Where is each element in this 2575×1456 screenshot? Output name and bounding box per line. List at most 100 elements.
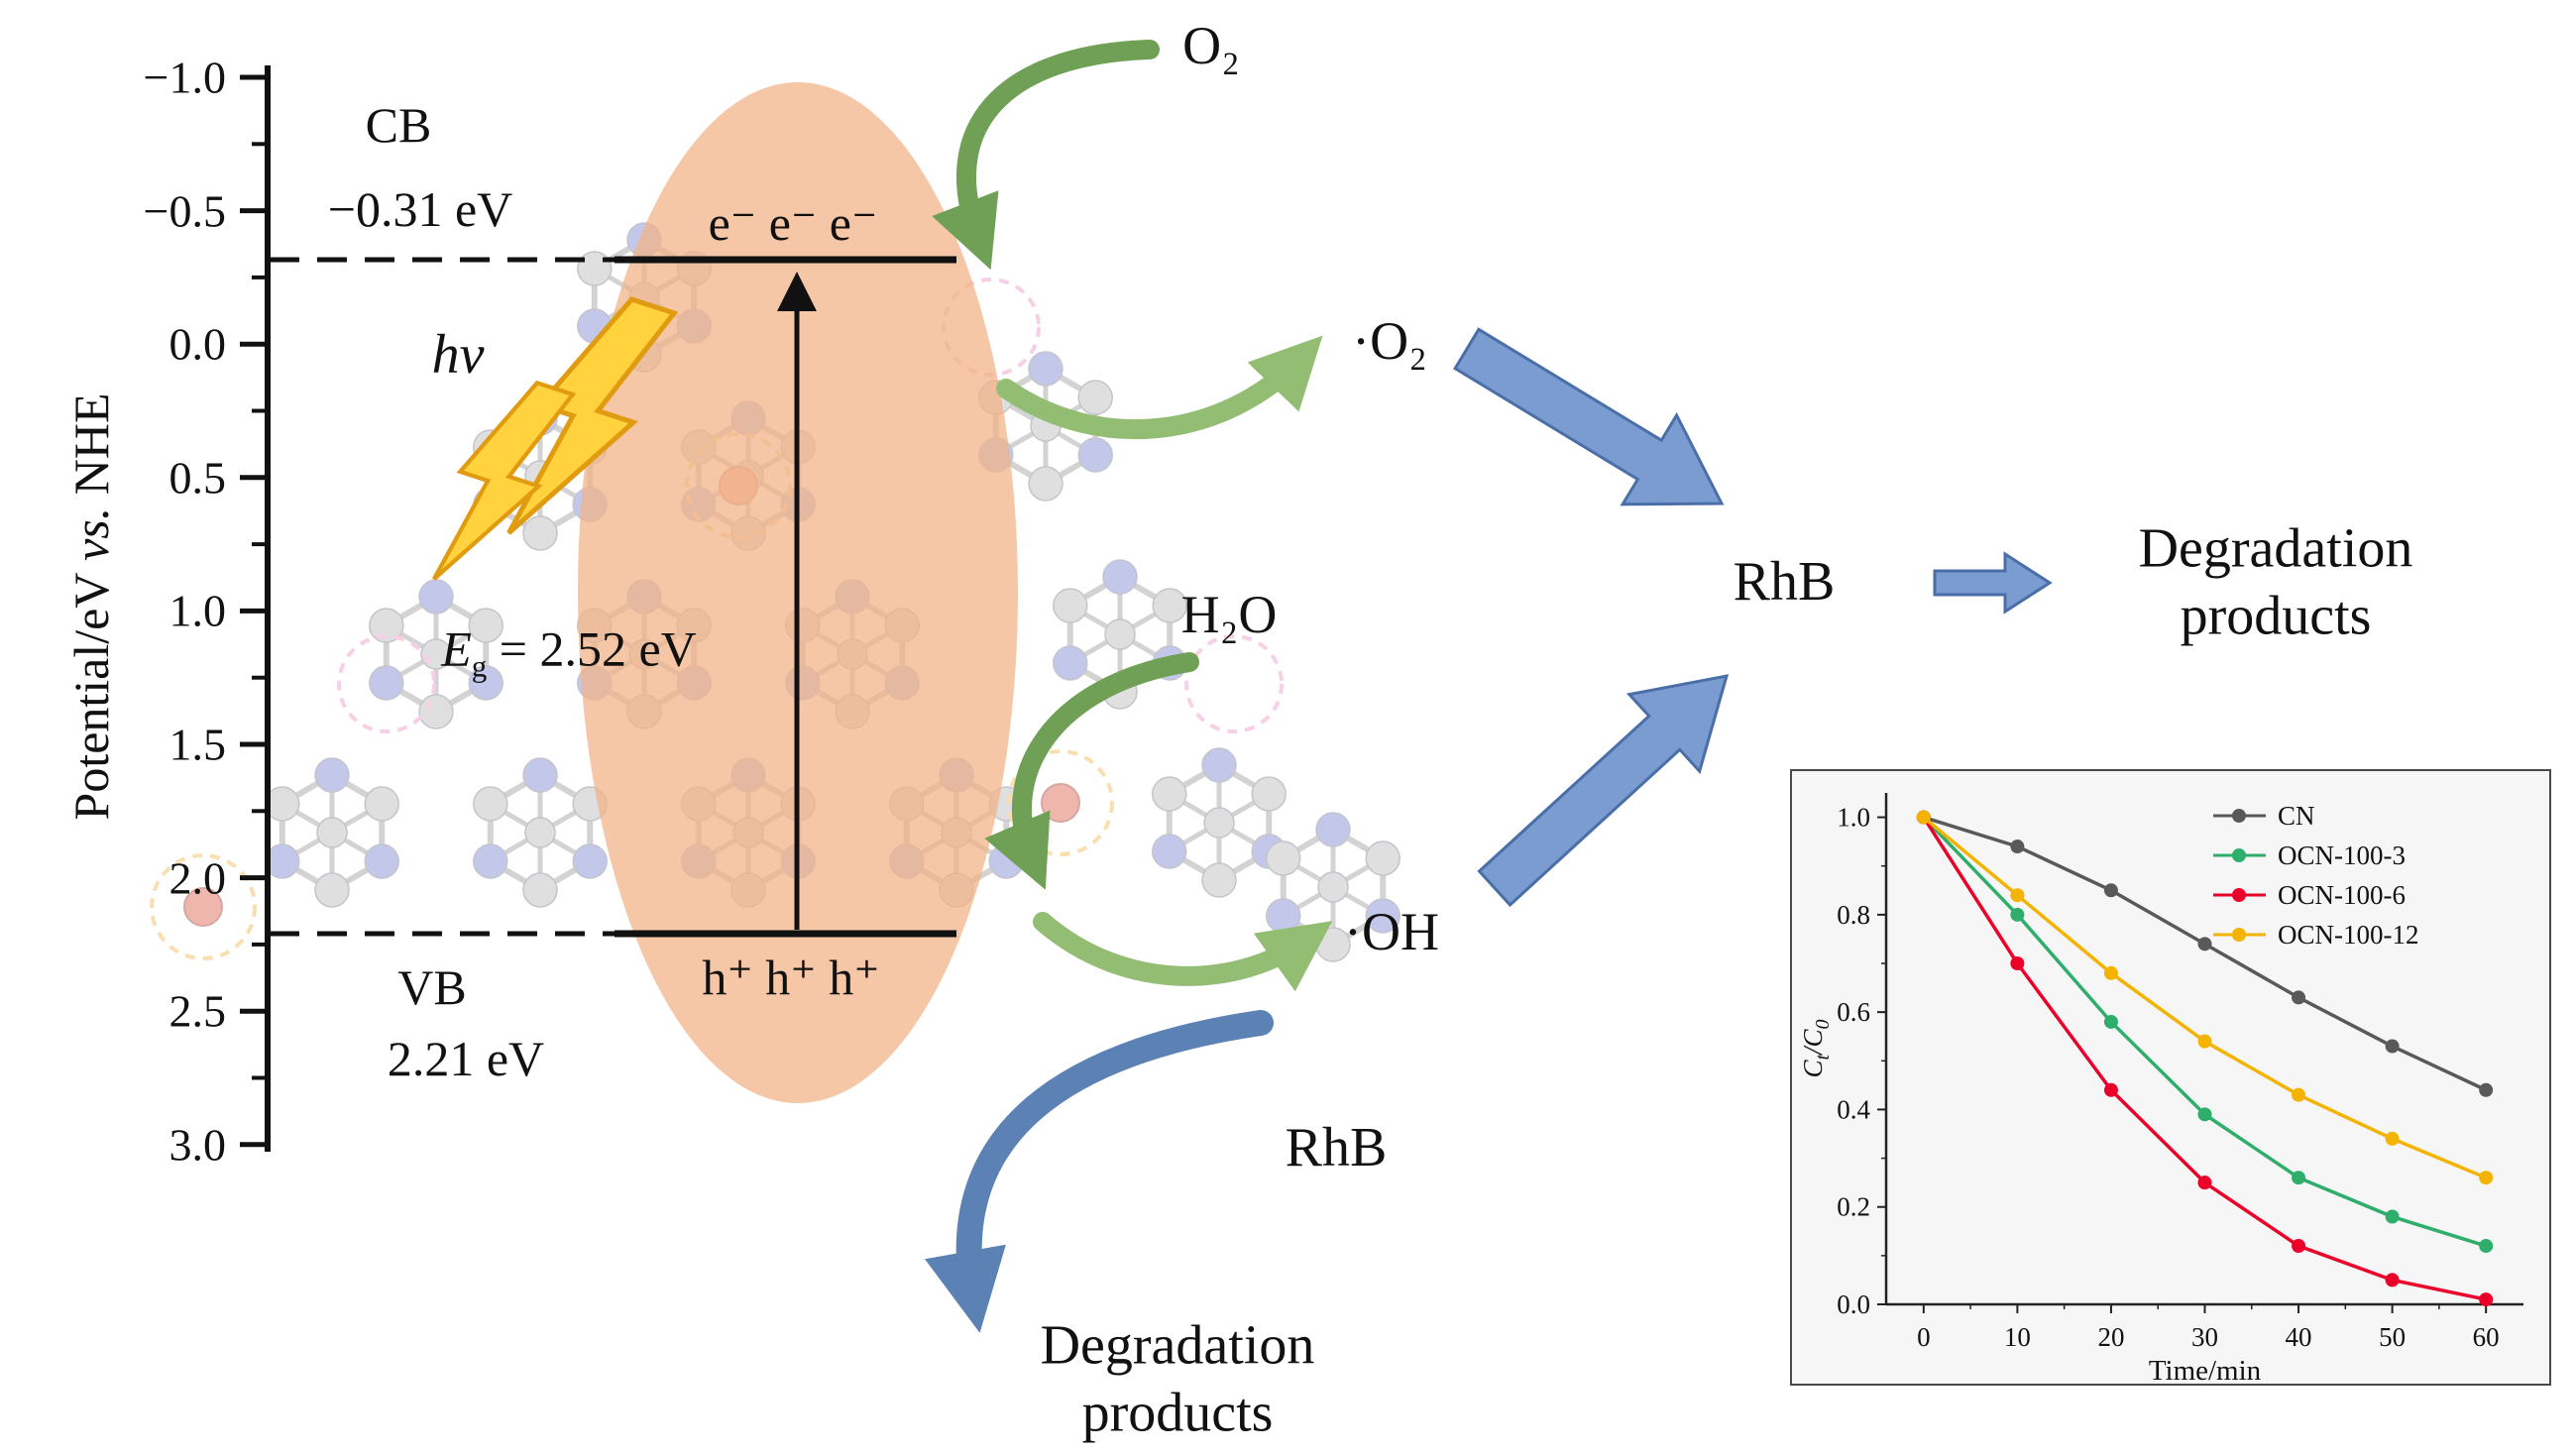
carbon-atom-icon	[316, 817, 348, 848]
series-marker-icon	[2385, 1273, 2400, 1288]
legend-label: OCN-100-12	[2278, 920, 2419, 950]
h2o-capture-arrow	[984, 652, 1199, 890]
series-line	[1922, 816, 2487, 1179]
vacancy-circle-icon	[1184, 634, 1284, 733]
legend-label: OCN-100-6	[2278, 880, 2406, 910]
cb-value: −0.31 eV	[327, 181, 513, 237]
series-marker-icon	[2479, 1292, 2494, 1307]
bandgap-value: = 2.52 eV	[487, 620, 697, 677]
legend-marker-icon	[2232, 848, 2246, 862]
degradation-line2: products	[1081, 1383, 1274, 1444]
carbon-atom-icon	[364, 786, 399, 822]
chart-y-tick-label: 0.8	[1837, 900, 1870, 930]
nitrogen-atom-icon	[1201, 747, 1237, 783]
chart-y-tick-label: 0.6	[1837, 997, 1870, 1027]
degradation-line1: Degradation	[2138, 517, 2413, 580]
series-marker-icon	[2292, 1171, 2306, 1185]
carbon-atom-icon	[1152, 588, 1187, 623]
chart-y-axis-label: Ct/C0	[1798, 1019, 1834, 1077]
degradation-products-right: Degradation products	[2139, 515, 2413, 651]
radical-attack-arrow-top	[1453, 327, 1725, 506]
carbon-atom-icon	[369, 608, 404, 643]
holes-label: h⁺ h⁺ h⁺	[702, 950, 880, 1005]
degradation-products-bottom: Degradation products	[1041, 1312, 1315, 1448]
carbon-atom-icon	[577, 251, 613, 286]
hv-label: hν	[431, 324, 485, 386]
nitrogen-atom-icon	[314, 757, 350, 793]
nitrogen-atom-icon	[364, 843, 399, 879]
axis-tick-label: 2.5	[168, 985, 227, 1037]
nitrogen-atom-icon	[1053, 645, 1088, 681]
series-marker-icon	[2197, 1034, 2212, 1049]
hydroxyl-label: ·OH	[1344, 902, 1439, 961]
o2-capture-arrow	[932, 40, 1160, 271]
nitrogen-atom-icon	[572, 843, 608, 879]
chart-y-tick-label: 0.2	[1837, 1192, 1870, 1222]
nitrogen-atom-icon	[473, 843, 508, 879]
nitrogen-atom-icon	[468, 665, 504, 701]
axis-tick-label: 1.0	[168, 585, 227, 636]
carbon-atom-icon	[1317, 871, 1349, 903]
carbon-atom-icon	[522, 515, 558, 551]
chart-x-tick-label: 0	[1917, 1322, 1931, 1352]
vb-value: 2.21 eV	[387, 1031, 545, 1086]
cb-label: CB	[365, 97, 432, 153]
chart-y-tick-label: 1.0	[1837, 803, 1870, 833]
carbon-atom-icon	[1251, 776, 1287, 812]
chart-x-tick-label: 10	[2004, 1322, 2031, 1352]
oxygen-site-circle-icon	[150, 853, 257, 960]
electrons-label: e⁻ e⁻ e⁻	[708, 195, 878, 251]
carbon-atom-icon	[522, 872, 558, 908]
band-levels	[270, 256, 956, 938]
nitrogen-atom-icon	[369, 665, 404, 701]
series-marker-icon	[2292, 1239, 2306, 1254]
nitrogen-atom-icon	[418, 579, 454, 615]
carbon-atom-icon	[418, 694, 454, 729]
degradation-line1: Degradation	[1040, 1314, 1315, 1377]
chart-series-OCN-100-12	[1916, 810, 2494, 1185]
chart-x-tick-label: 20	[2097, 1322, 2124, 1352]
axis-tick-label: 2.0	[168, 852, 227, 904]
carbon-atom-icon	[524, 817, 556, 848]
chart-x-axis-label: Time/min	[2149, 1355, 2262, 1382]
rhb-bottom-label: RhB	[1285, 1117, 1388, 1178]
series-marker-icon	[2292, 990, 2306, 1005]
bandgap-symbol: E	[441, 620, 472, 677]
series-marker-icon	[2197, 1176, 2212, 1190]
oxygen-atom-icon	[1041, 783, 1080, 823]
legend-label: OCN-100-3	[2278, 840, 2406, 870]
rhb-to-products-arrow	[1933, 551, 2053, 615]
nitrogen-atom-icon	[1315, 812, 1351, 847]
degradation-line2: products	[2180, 586, 2372, 647]
chart-y-tick-label: 0.0	[1837, 1289, 1870, 1319]
legend-marker-icon	[2232, 809, 2246, 823]
series-marker-icon	[2479, 1171, 2494, 1185]
legend-marker-icon	[2232, 888, 2246, 902]
series-marker-icon	[2197, 937, 2212, 952]
series-marker-icon	[2479, 1082, 2494, 1097]
superoxide-label: ·O₂	[1352, 311, 1427, 371]
carbon-atom-icon	[1077, 380, 1113, 415]
carbon-atom-icon	[1365, 840, 1400, 876]
series-marker-icon	[2197, 1107, 2212, 1122]
series-marker-icon	[2385, 1209, 2400, 1224]
nitrogen-atom-icon	[1152, 834, 1187, 869]
radical-attack-arrow-bottom	[1477, 674, 1730, 908]
axis-tick-label: −1.0	[143, 52, 226, 103]
series-marker-icon	[2010, 840, 2025, 854]
carbon-atom-icon	[314, 872, 350, 908]
axis-tick-label: 0.5	[168, 452, 227, 504]
carbon-atom-icon	[468, 608, 504, 643]
nitrogen-atom-icon	[988, 843, 1024, 879]
nitrogen-atom-icon	[522, 757, 558, 793]
bandgap-subscript: g	[471, 648, 488, 684]
series-marker-icon	[2103, 1014, 2118, 1029]
axis-tick-label: 3.0	[168, 1119, 227, 1171]
rhb-right-label: RhB	[1733, 551, 1836, 613]
chart-x-tick-label: 50	[2379, 1322, 2406, 1352]
axis-tick-label: 0.0	[168, 318, 227, 370]
